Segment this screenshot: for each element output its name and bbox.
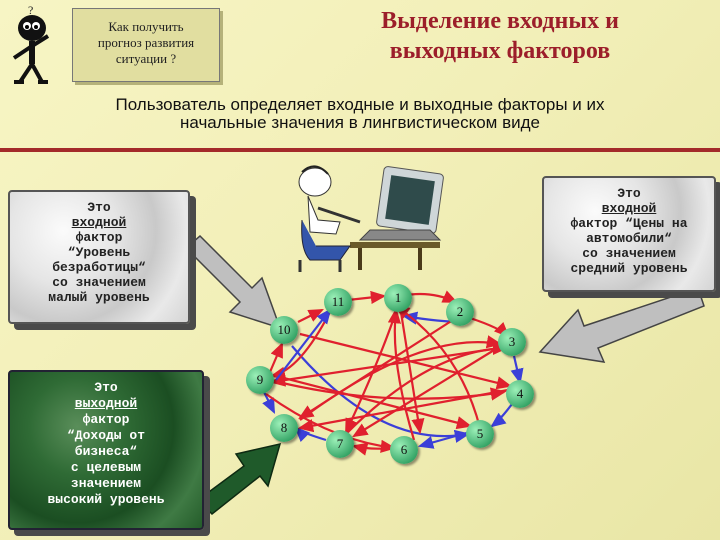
box-text: входной xyxy=(601,201,657,216)
box-text: безработицы“ xyxy=(52,260,146,275)
subtitle-line: начальные значения в лингвистическом вид… xyxy=(179,113,540,132)
question-callout: Как получить прогноз развития ситуации ? xyxy=(72,8,220,82)
title-line: Выделение входных и xyxy=(381,8,619,34)
box-text: фактор xyxy=(82,412,130,427)
divider xyxy=(0,148,720,152)
box-text: Это xyxy=(94,380,118,395)
callout-line: прогноз развития xyxy=(97,35,195,50)
graph-node: 5 xyxy=(466,420,494,448)
box-text: средний уровень xyxy=(570,261,688,276)
output-arrow xyxy=(196,442,282,516)
box-text: со значением xyxy=(52,275,146,290)
input-factor-box-car-prices: Это входной фактор “Цены на автомобили“ … xyxy=(542,176,716,292)
person-at-computer-icon xyxy=(298,165,444,272)
input-arrow-right xyxy=(538,287,705,363)
subtitle-line: Пользователь определяет входные и выходн… xyxy=(115,95,605,114)
graph-node: 4 xyxy=(506,380,534,408)
box-text: автомобили“ xyxy=(586,231,672,246)
input-arrow-left xyxy=(184,234,282,330)
box-text: “Уровень xyxy=(67,245,131,260)
graph-node: 11 xyxy=(324,288,352,316)
box-text: фактор “Цены на xyxy=(570,216,688,231)
graph-node: 1 xyxy=(384,284,412,312)
box-text: малый уровень xyxy=(48,290,150,305)
question-figure-icon: ? xyxy=(12,3,50,84)
graph-node: 10 xyxy=(270,316,298,344)
input-factor-box-unemployment: Это входной фактор “Уровень безработицы“… xyxy=(8,190,190,324)
page-subtitle: Пользователь определяет входные и выходн… xyxy=(10,96,710,132)
svg-text:?: ? xyxy=(28,3,33,17)
box-text: значением xyxy=(70,476,142,491)
box-text: фактор xyxy=(75,230,123,245)
box-text: Это xyxy=(87,200,111,215)
box-text: входной xyxy=(71,215,127,230)
box-text: со значением xyxy=(582,246,676,261)
box-text: высокий уровень xyxy=(47,492,165,507)
callout-line: Как получить xyxy=(108,19,184,34)
page-title: Выделение входных и выходных факторов xyxy=(300,6,700,66)
graph-node: 9 xyxy=(246,366,274,394)
box-text: с целевым xyxy=(70,460,142,475)
box-text: Это xyxy=(617,186,641,201)
graph-node: 6 xyxy=(390,436,418,464)
graph-node: 2 xyxy=(446,298,474,326)
box-text: выходной xyxy=(74,396,138,411)
title-line: выходных факторов xyxy=(389,38,611,64)
box-text: “Доходы от xyxy=(66,428,145,443)
graph-node: 7 xyxy=(326,430,354,458)
graph-node: 8 xyxy=(270,414,298,442)
output-factor-box-business-income: Это выходной фактор “Доходы от бизнеса“ … xyxy=(8,370,204,530)
box-text: бизнеса“ xyxy=(74,444,138,459)
graph-node: 3 xyxy=(498,328,526,356)
callout-line: ситуации ? xyxy=(115,51,177,66)
